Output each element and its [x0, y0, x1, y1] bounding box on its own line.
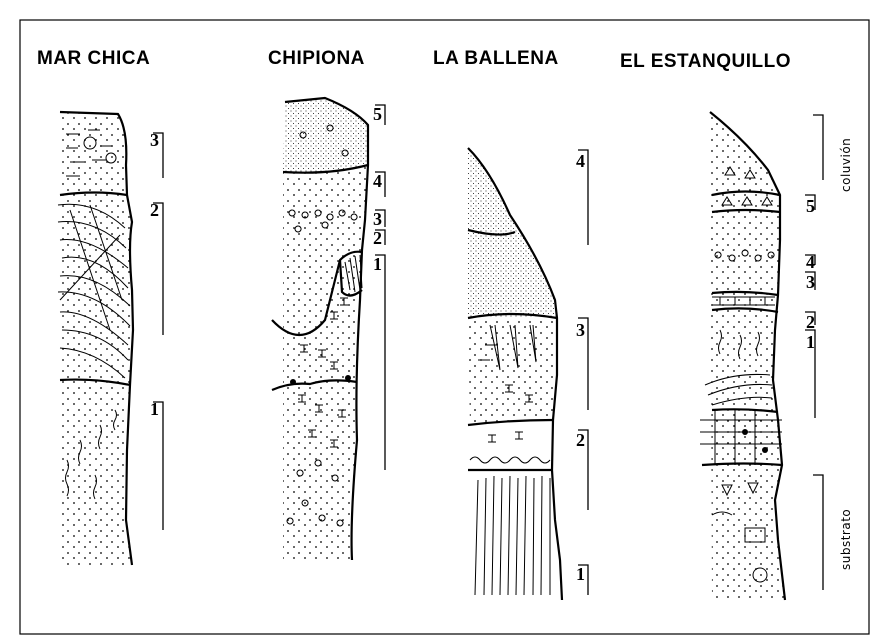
chipiona-body: [283, 165, 368, 560]
la-ballena-unit-3-body: [468, 318, 557, 425]
chipiona-unit-label: 2: [373, 228, 382, 248]
side-label-substrato: substrato: [839, 509, 853, 570]
chipiona-unit-label: 1: [373, 254, 382, 274]
la-ballena-unit-1-hatch: [475, 476, 550, 595]
title-la-ballena: LA BALLENA: [433, 48, 559, 69]
el-estanquillo-unit-label: 5: [806, 196, 815, 216]
nodule-icon: [742, 429, 748, 435]
column-la-ballena: 4 3 2 1: [468, 148, 588, 600]
el-estanquillo-unit-label: 2: [806, 312, 815, 332]
column-chipiona: 5 4 3 2 1: [272, 98, 385, 560]
mar-chica-unit-label: 3: [150, 130, 159, 150]
chipiona-unit-label: 5: [373, 104, 382, 124]
mar-chica-unit-label: 1: [150, 399, 159, 419]
chipiona-unit-bar: [375, 255, 385, 470]
el-estanquillo-unit-bar: [813, 475, 823, 590]
chipiona-unit-5-body: [283, 98, 368, 173]
el-estanquillo-unit-bar: [813, 115, 823, 180]
chipiona-unit-label: 3: [373, 209, 382, 229]
el-estanquillo-unit-label: 3: [806, 272, 815, 292]
column-mar-chica: 3 2 1: [58, 112, 163, 565]
mar-chica-unit-bar: [153, 203, 163, 335]
title-mar-chica: MAR CHICA: [37, 48, 150, 69]
la-ballena-unit-label: 2: [576, 430, 585, 450]
la-ballena-unit-label: 4: [576, 151, 585, 171]
title-chipiona: CHIPIONA: [268, 48, 365, 69]
mar-chica-unit-label: 2: [150, 200, 159, 220]
chipiona-unit-label: 4: [373, 171, 382, 191]
la-ballena-gravel-line: [470, 457, 550, 463]
column-el-estanquillo: 5 4 3 2 1 coluvión substrato: [700, 112, 853, 600]
mar-chica-body: [60, 112, 133, 565]
mar-chica-unit-bar: [153, 402, 163, 530]
nodule-icon: [762, 447, 768, 453]
side-label-coluvion: coluvión: [839, 138, 853, 192]
la-ballena-unit-label: 1: [576, 564, 585, 584]
la-ballena-unit-label: 3: [576, 320, 585, 340]
el-estanquillo-unit-label: 4: [806, 252, 815, 272]
title-el-estanquillo: EL ESTANQUILLO: [620, 51, 791, 72]
el-estanquillo-unit-label: 1: [806, 332, 815, 352]
